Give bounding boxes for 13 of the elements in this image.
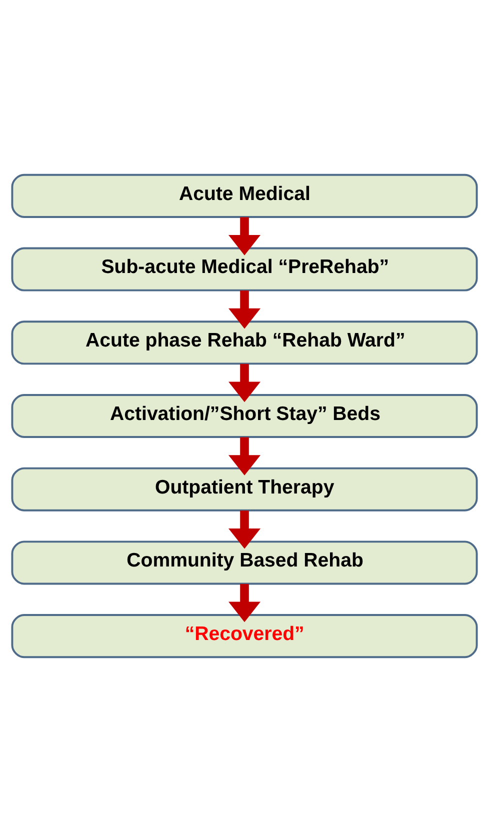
- arrow: [228, 217, 260, 256]
- node-box: “Recovered”: [11, 614, 478, 658]
- node-box: Sub-acute Medical “PreRehab”: [11, 247, 478, 292]
- node-box: Acute Medical: [11, 174, 478, 218]
- node-box: Activation/”Short Stay” Beds: [11, 394, 478, 438]
- arrow: [228, 290, 260, 329]
- arrow: [228, 364, 260, 402]
- arrow: [228, 510, 260, 549]
- arrow: [228, 437, 260, 476]
- arrow: [228, 584, 260, 622]
- node-box: Outpatient Therapy: [11, 467, 478, 512]
- node-box: Acute phase Rehab “Rehab Ward”: [11, 320, 478, 365]
- node-box: Community Based Rehab: [11, 540, 478, 585]
